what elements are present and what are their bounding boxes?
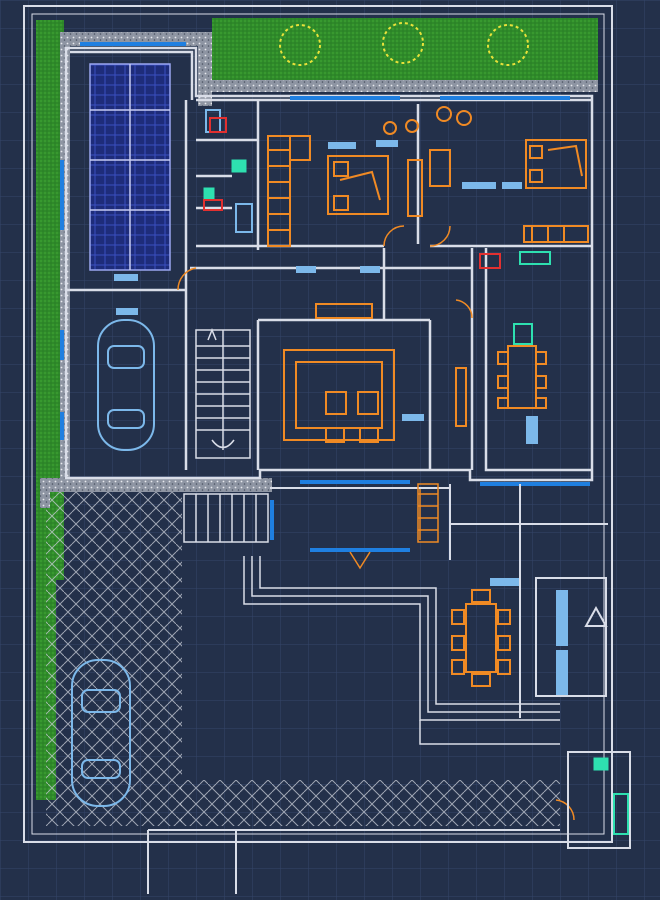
- desk: [523, 225, 589, 243]
- bed-icon: [327, 155, 389, 215]
- front-paving: [180, 780, 560, 826]
- building-walls: [64, 46, 594, 482]
- sofa-icon: [283, 303, 467, 443]
- solar-panel-icon: [89, 63, 171, 271]
- car-icon: [97, 319, 155, 451]
- site-boundary: [23, 5, 613, 843]
- entry-steps: [183, 493, 269, 543]
- window: [60, 42, 590, 552]
- tree-icon: [279, 22, 529, 66]
- toilet-icon: [203, 159, 629, 835]
- terrace-steps: [243, 556, 560, 745]
- red-marker: [203, 117, 501, 269]
- driveway-paving: [46, 488, 182, 826]
- chair: [383, 119, 423, 217]
- bed-icon: [525, 139, 587, 189]
- staircase-icon: [195, 327, 251, 459]
- door-swing-icon: [177, 225, 575, 821]
- chair: [429, 106, 472, 187]
- car-icon: [71, 659, 131, 807]
- dining-table-icon: [451, 589, 511, 687]
- interior-wall: [147, 484, 631, 894]
- kitchen-counter: [417, 483, 439, 543]
- wardrobe: [267, 135, 311, 247]
- dining-table-icon: [497, 345, 547, 409]
- fixture-marker: [114, 140, 568, 696]
